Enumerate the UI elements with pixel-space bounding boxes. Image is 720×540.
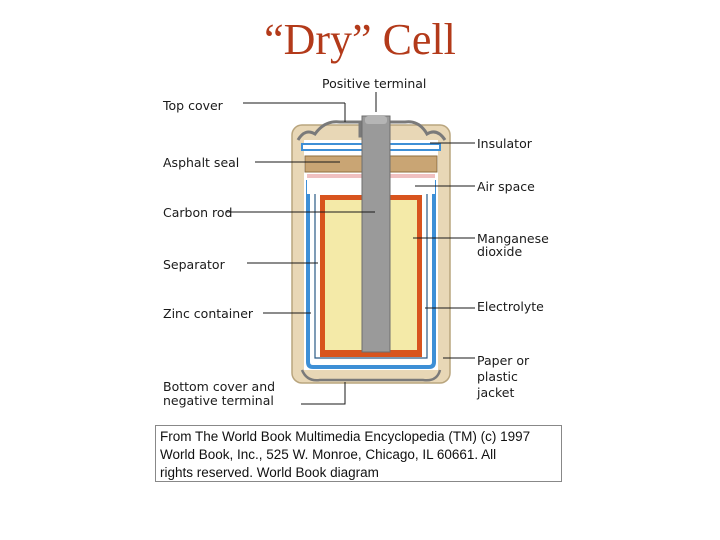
label-manganese-1: Manganese <box>477 231 549 246</box>
credit-line-3: rights reserved. World Book diagram <box>160 465 379 480</box>
dry-cell-diagram: Positive terminal Top cover Asphalt seal… <box>155 70 560 422</box>
bottom-cover-shape <box>300 369 442 382</box>
label-separator: Separator <box>163 257 225 272</box>
label-zinc-container: Zinc container <box>163 306 254 321</box>
label-manganese-2: dioxide <box>477 244 523 259</box>
label-carbon-rod: Carbon rod <box>163 205 233 220</box>
label-paper-2: plastic <box>477 369 518 384</box>
label-positive-terminal: Positive terminal <box>322 76 427 91</box>
label-bottom-cover-1: Bottom cover and <box>163 379 276 394</box>
label-insulator: Insulator <box>477 136 532 151</box>
label-bottom-cover-2: negative terminal <box>163 393 274 408</box>
label-asphalt-seal: Asphalt seal <box>163 155 240 170</box>
label-paper-1: Paper or <box>477 353 530 368</box>
credit-line-2: World Book, Inc., 525 W. Monroe, Chicago… <box>160 447 497 462</box>
credit-box: From The World Book Multimedia Encyclope… <box>155 425 562 482</box>
zinc-container-shape <box>306 180 436 369</box>
credit-line-1: From The World Book Multimedia Encyclope… <box>160 429 531 444</box>
label-top-cover: Top cover <box>163 98 223 113</box>
carbon-rod-shape <box>361 115 391 353</box>
dry-cell-illustration <box>226 92 475 405</box>
label-electrolyte: Electrolyte <box>477 299 544 314</box>
label-air-space: Air space <box>477 179 535 194</box>
separator-shape <box>314 185 428 359</box>
label-paper-3: jacket <box>477 385 515 400</box>
page-title: “Dry” Cell <box>264 15 456 64</box>
